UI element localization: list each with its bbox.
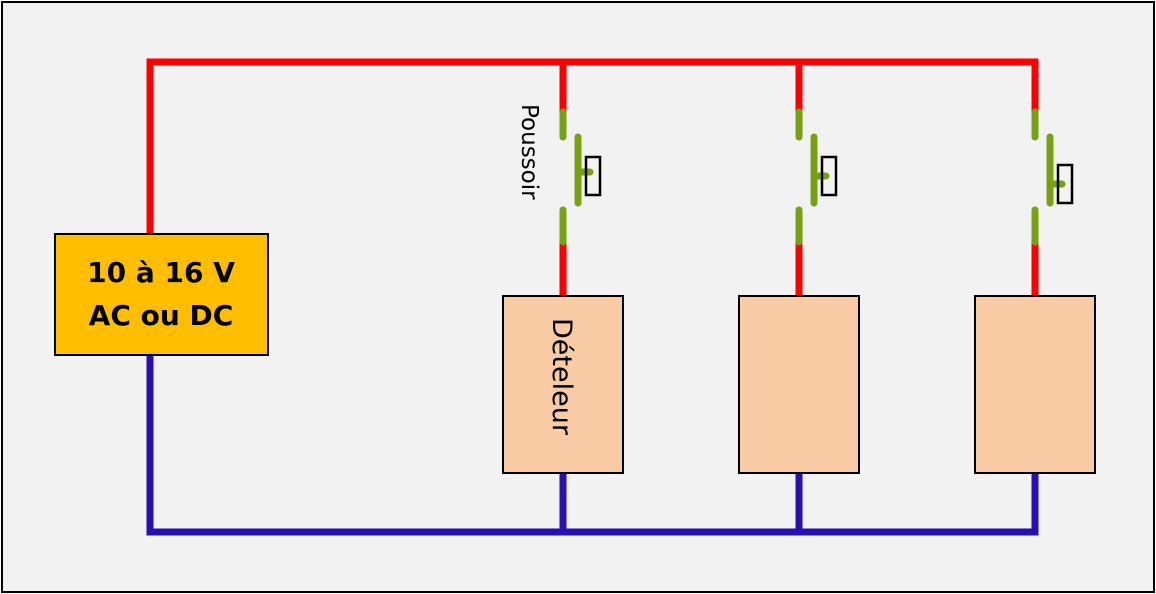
negative-bus	[146, 352, 1039, 536]
pushbutton-2	[795, 108, 838, 246]
uncoupler-3	[974, 295, 1096, 474]
pushbutton-label: Poussoir	[516, 104, 542, 200]
positive-wires	[146, 58, 1039, 300]
power-supply-type: AC ou DC	[89, 299, 234, 332]
power-supply-box	[54, 233, 269, 356]
power-supply-voltage: 10 à 16 V	[87, 256, 235, 289]
power-supply: 10 à 16 V AC ou DC	[54, 233, 269, 356]
negative-wires	[146, 352, 1039, 536]
pushbutton-1	[559, 108, 602, 246]
positive-bus	[146, 58, 1039, 242]
uncoupler-1	[502, 295, 624, 474]
uncoupler-label: Dételeur	[546, 318, 577, 436]
pushbutton-3	[1031, 108, 1074, 246]
uncoupler-2	[738, 295, 860, 474]
